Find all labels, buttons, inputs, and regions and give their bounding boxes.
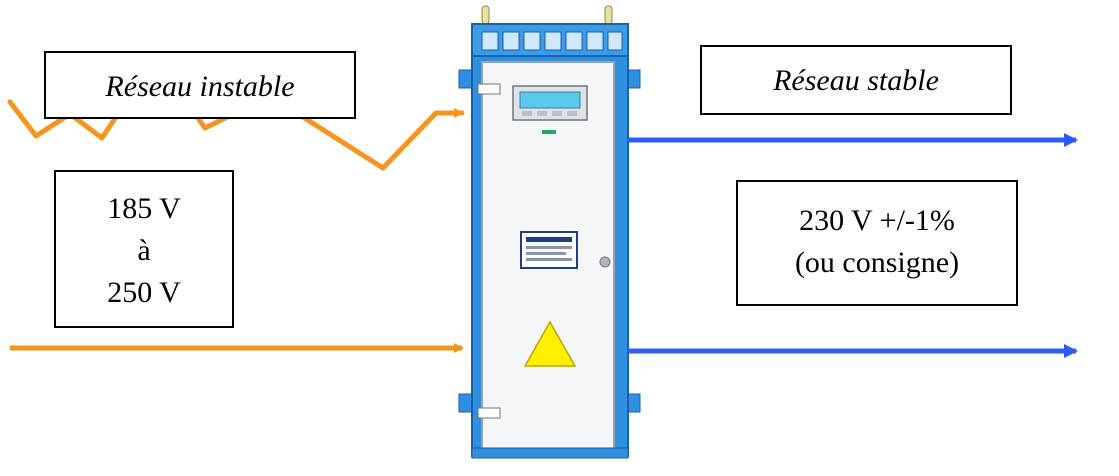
- nameplate: [520, 231, 578, 269]
- input-voltage-separator: à: [137, 234, 151, 267]
- input-voltage-min: 185 V: [107, 192, 181, 225]
- cabinet-base: [471, 447, 629, 459]
- stable-network-label: Réseau stable: [700, 45, 1012, 115]
- voltage-regulator-cabinet: [458, 5, 641, 459]
- input-voltage-max: 250 V: [107, 276, 181, 309]
- vent-grille: [481, 31, 623, 51]
- stable-network-text: Réseau stable: [773, 64, 939, 97]
- warning-triangle-icon: [523, 320, 577, 367]
- output-voltage-box: 230 V +/-1% (ou consigne): [736, 180, 1018, 306]
- door-hinge: [477, 83, 501, 419]
- door-handle: [599, 256, 611, 268]
- output-voltage-value: 230 V +/-1%: [799, 204, 955, 237]
- unstable-network-label: Réseau instable: [44, 51, 356, 119]
- lcd-display-icon: [512, 85, 588, 121]
- lifting-ring-icon: [481, 5, 613, 25]
- input-voltage-range-box: 185 V à 250 V: [54, 170, 234, 328]
- output-voltage-note: (ou consigne): [794, 246, 960, 279]
- unstable-network-text: Réseau instable: [105, 70, 295, 103]
- status-led: [542, 130, 556, 134]
